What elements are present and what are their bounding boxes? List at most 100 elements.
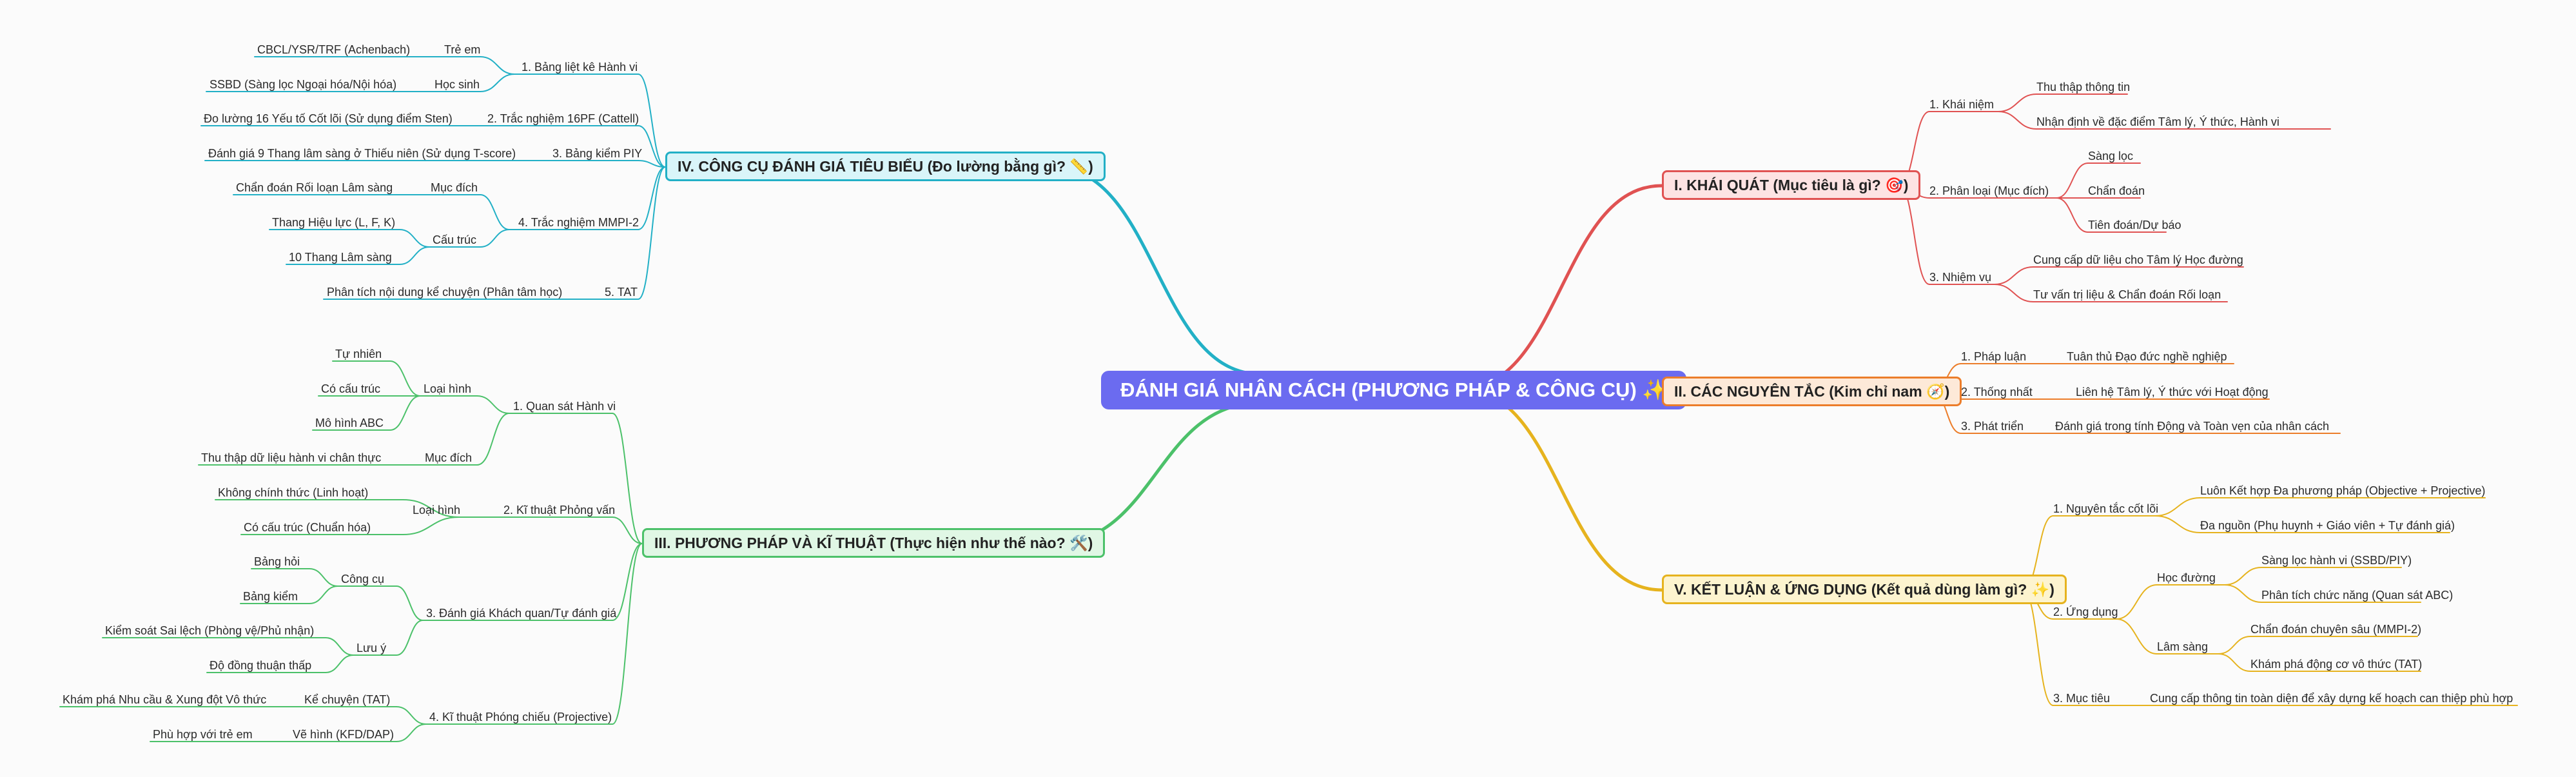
topic-cbcl[interactable]: CBCL/YSR/TRF (Achenbach) bbox=[257, 43, 411, 56]
topic-ssbd[interactable]: SSBD (Sàng lọc Ngoại hóa/Nội hóa) bbox=[210, 78, 397, 91]
topic-phan-loai[interactable]: 2. Phân loại (Mục đích) bbox=[1929, 184, 2049, 197]
topic-16pf[interactable]: 2. Trắc nghiệm 16PF (Cattell) bbox=[487, 112, 639, 125]
topic-danh-gia-tinh-dong[interactable]: Đánh giá trong tính Động và Toàn vẹn của… bbox=[2055, 420, 2329, 433]
topic-bang-liet-ke-hanh-vi[interactable]: 1. Bảng liệt kê Hành vi bbox=[522, 61, 638, 74]
topic-cong-cu[interactable]: Công cụ bbox=[341, 573, 385, 585]
topic-nhiem-vu[interactable]: 3. Nhiệm vụ bbox=[1929, 271, 1992, 284]
topic-piy[interactable]: 3. Bảng kiểm PIY bbox=[552, 147, 643, 160]
topic-danh-gia-khach-quan[interactable]: 3. Đánh giá Khách quan/Tự đánh giá bbox=[426, 607, 617, 620]
topic-kham-pha-nhu-cau[interactable]: Khám phá Nhu cầu & Xung đột Vô thức bbox=[63, 693, 267, 706]
connector bbox=[1994, 284, 2034, 302]
connector bbox=[1998, 93, 2037, 112]
topic-thu-thap-thong-tin[interactable]: Thu thập thông tin bbox=[2036, 81, 2131, 93]
topic-phap-luan[interactable]: 1. Pháp luận bbox=[1961, 350, 2027, 363]
topic-10-thang-lam-sang[interactable]: 10 Thang Lâm sàng bbox=[289, 251, 392, 264]
topic-lien-he-tam-ly[interactable]: Liên hệ Tâm lý, Ý thức với Hoạt động bbox=[2076, 386, 2269, 398]
root-topic[interactable]: ĐÁNH GIÁ NHÂN CÁCH (PHƯƠNG PHÁP & CÔNG C… bbox=[1101, 371, 1686, 409]
topic-ung-dung[interactable]: 2. Ứng dụng bbox=[2053, 605, 2118, 618]
topic-chan-doan-roi-loan[interactable]: Chẩn đoán Rối loạn Lâm sàng bbox=[236, 181, 393, 194]
topic-quan-sat-hanh-vi[interactable]: 1. Quan sát Hành vi bbox=[513, 400, 616, 413]
connector bbox=[480, 74, 515, 92]
topic-phat-trien[interactable]: 3. Phát triển bbox=[1961, 420, 2024, 433]
topic-cung-cap-du-lieu[interactable]: Cung cấp dữ liệu cho Tâm lý Học đường bbox=[2033, 253, 2243, 266]
connector bbox=[325, 654, 354, 673]
topic-phan-tich-chuc-nang[interactable]: Phân tích chức năng (Quan sát ABC) bbox=[2261, 589, 2454, 602]
topic-phan-tich-ke-chuyen[interactable]: Phân tích nội dung kể chuyện (Phân tâm h… bbox=[327, 286, 563, 299]
connector bbox=[480, 229, 510, 248]
topic-hoc-duong[interactable]: Học đường bbox=[2157, 571, 2216, 584]
topic-thang-hieu-luc[interactable]: Thang Hiệu lực (L, F, K) bbox=[272, 216, 396, 229]
topic-tat[interactable]: 5. TAT bbox=[605, 286, 638, 299]
branch-ket-luan[interactable]: V. KẾT LUẬN & ỨNG DỤNG (Kết quả dùng làm… bbox=[1662, 575, 2067, 604]
topic-do-dong-thuan-thap[interactable]: Độ đồng thuận thấp bbox=[210, 659, 312, 672]
topic-cung-cap-thong-tin-toan-dien[interactable]: Cung cấp thông tin toàn diện để xây dựng… bbox=[2150, 692, 2513, 705]
topic-phong-van[interactable]: 2. Kĩ thuật Phỏng vấn bbox=[503, 504, 616, 516]
topic-nguyen-tac-cot-loi[interactable]: 1. Nguyên tắc cốt lõi bbox=[2053, 502, 2159, 515]
connector bbox=[396, 620, 424, 656]
connector bbox=[638, 125, 666, 168]
topic-thu-thap-du-lieu-hanh-vi[interactable]: Thu thập dữ liệu hành vi chân thực bbox=[201, 451, 382, 464]
topic-co-cau-truc-quan-sat[interactable]: Có cấu trúc bbox=[321, 382, 381, 395]
connector bbox=[396, 723, 427, 742]
topic-khai-niem[interactable]: 1. Khái niệm bbox=[1929, 98, 1995, 111]
topic-tu-nhien[interactable]: Tự nhiên bbox=[335, 348, 382, 360]
connector bbox=[396, 585, 424, 621]
topic-muc-dich-quan-sat[interactable]: Mục đích bbox=[425, 451, 473, 464]
connector bbox=[638, 74, 666, 168]
topic-tuan-thu-dao-duc[interactable]: Tuân thủ Đạo đức nghề nghiệp bbox=[2067, 350, 2227, 363]
topic-mo-hinh-abc[interactable]: Mô hình ABC bbox=[315, 417, 384, 429]
topic-khong-chinh-thuc[interactable]: Không chính thức (Linh hoạt) bbox=[218, 486, 369, 499]
topic-phong-chieu[interactable]: 4. Kĩ thuật Phóng chiếu (Projective) bbox=[429, 711, 612, 723]
topic-co-cau-truc-chuan-hoa[interactable]: Có cấu trúc (Chuẩn hóa) bbox=[244, 521, 371, 534]
connector bbox=[2218, 653, 2251, 672]
topic-tu-van-tri-lieu[interactable]: Tư vấn trị liệu & Chẩn đoán Rối loạn bbox=[2033, 288, 2221, 301]
topic-lam-sang[interactable]: Lâm sàng bbox=[2157, 640, 2209, 653]
topic-da-nguon[interactable]: Đa nguồn (Phụ huynh + Giáo viên + Tự đán… bbox=[2200, 519, 2455, 532]
topic-sang-loc-hanh-vi[interactable]: Sàng lọc hành vi (SSBD/PIY) bbox=[2261, 554, 2412, 567]
branch-khai-quat[interactable]: I. KHÁI QUÁT (Mục tiêu là gì? 🎯) bbox=[1662, 170, 1921, 200]
topic-kham-pha-dong-co[interactable]: Khám phá động cơ vô thức (TAT) bbox=[2250, 658, 2423, 671]
topic-thong-nhat[interactable]: 2. Thống nhất bbox=[1961, 386, 2033, 398]
topic-bang-hoi[interactable]: Bảng hỏi bbox=[254, 555, 300, 568]
topic-ke-chuyen-tat[interactable]: Kể chuyện (TAT) bbox=[304, 693, 391, 706]
topic-tien-doan[interactable]: Tiên đoán/Dự báo bbox=[2088, 219, 2181, 231]
topic-ve-hinh[interactable]: Vẽ hình (KFD/DAP) bbox=[293, 728, 395, 741]
connector bbox=[399, 246, 430, 265]
topic-luu-y[interactable]: Lưu ý bbox=[356, 642, 387, 654]
topic-cau-truc[interactable]: Cấu trúc bbox=[433, 233, 477, 246]
topic-kiem-soat-sai-lech[interactable]: Kiểm soát Sai lệch (Phòng vệ/Phủ nhận) bbox=[105, 624, 315, 637]
connector bbox=[2056, 162, 2089, 199]
topic-bang-kiem[interactable]: Bảng kiểm bbox=[243, 590, 298, 603]
topic-sang-loc[interactable]: Sàng lọc bbox=[2088, 150, 2134, 162]
topic-nhan-dinh[interactable]: Nhận định về đặc điểm Tâm lý, Ý thức, Hà… bbox=[2036, 115, 2279, 128]
topic-9-thang-lam-sang[interactable]: Đánh giá 9 Thang lâm sàng ở Thiếu niên (… bbox=[208, 147, 516, 160]
connector bbox=[480, 194, 510, 230]
topic-muc-tieu[interactable]: 3. Mục tiêu bbox=[2053, 692, 2111, 705]
topic-16-yeu-to[interactable]: Đo lường 16 Yếu tố Cốt lõi (Sử dụng điểm… bbox=[204, 112, 453, 125]
connector bbox=[1050, 165, 1262, 376]
connector bbox=[1050, 401, 1262, 546]
branch-nguyen-tac[interactable]: II. CÁC NGUYÊN TẮC (Kim chỉ nam 🧭) bbox=[1662, 377, 1962, 406]
connector bbox=[1459, 387, 1664, 592]
connector bbox=[612, 543, 643, 725]
connector bbox=[402, 499, 460, 518]
branch-phuong-phap[interactable]: III. PHƯƠNG PHÁP VÀ KĨ THUẬT (Thực hiện … bbox=[642, 528, 1106, 558]
topic-chan-doan-chuyen-sau[interactable]: Chẩn đoán chuyên sâu (MMPI-2) bbox=[2250, 623, 2422, 636]
topic-phu-hop-tre-em[interactable]: Phù hợp với trẻ em bbox=[153, 728, 253, 741]
connector bbox=[480, 56, 515, 75]
connector bbox=[2056, 197, 2089, 233]
topic-chan-doan[interactable]: Chẩn đoán bbox=[2088, 184, 2145, 197]
topic-mmpi-2[interactable]: 4. Trắc nghiệm MMPI-2 bbox=[518, 216, 639, 229]
connector bbox=[402, 516, 460, 535]
topic-loai-hinh-quan-sat[interactable]: Loại hình bbox=[424, 382, 472, 395]
connector bbox=[612, 543, 643, 621]
branch-cong-cu[interactable]: IV. CÔNG CỤ ĐÁNH GIÁ TIÊU BIỂU (Đo lường… bbox=[665, 152, 1106, 181]
topic-hoc-sinh[interactable]: Học sinh bbox=[434, 78, 480, 91]
topic-muc-dich-mmpi[interactable]: Mục đích bbox=[431, 181, 478, 194]
connector bbox=[2154, 497, 2201, 516]
topic-ket-hop-da-phuong-phap[interactable]: Luôn Kết hợp Đa phương pháp (Objective +… bbox=[2200, 484, 2486, 497]
topic-tre-em[interactable]: Trẻ em bbox=[444, 43, 481, 56]
connector bbox=[396, 706, 427, 725]
topic-loai-hinh-phong-van[interactable]: Loại hình bbox=[413, 504, 461, 516]
connector bbox=[638, 166, 666, 300]
